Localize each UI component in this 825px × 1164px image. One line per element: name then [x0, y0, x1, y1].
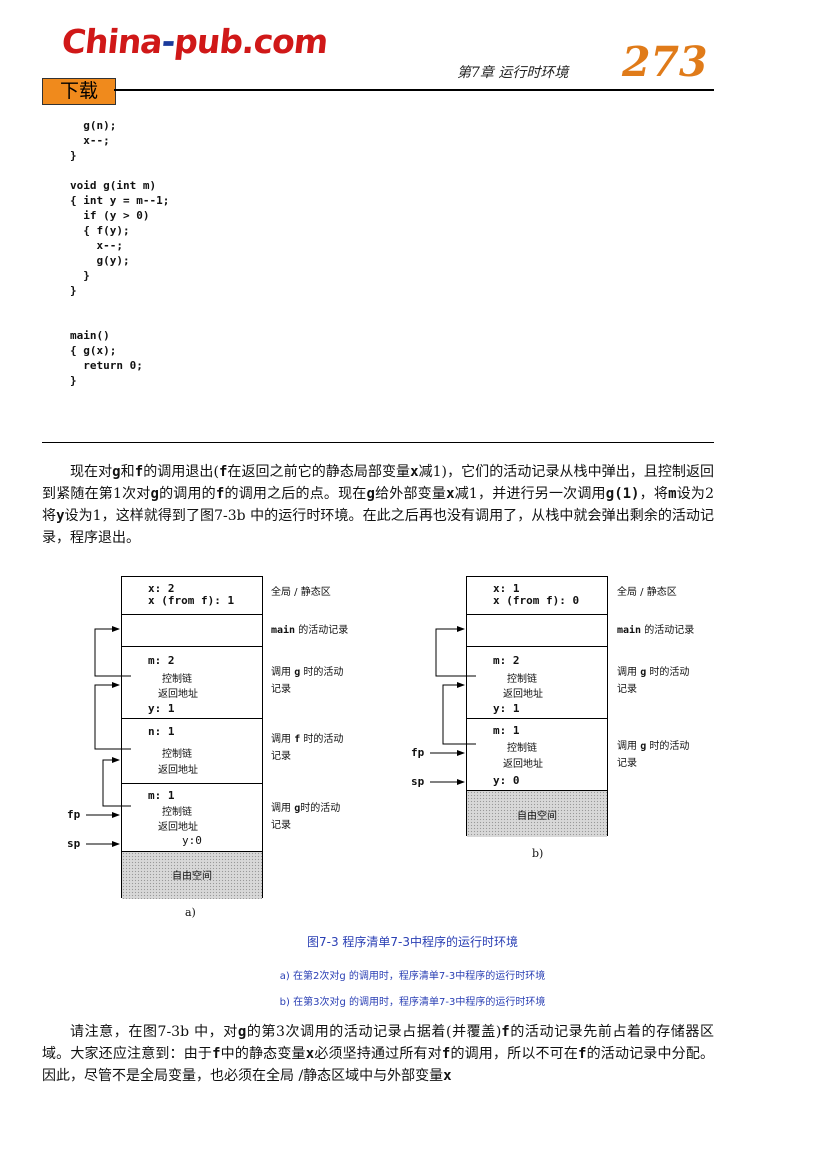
- main-activation-record-b: [467, 615, 607, 647]
- chapter-title: 第7章 运行时环境: [457, 65, 569, 81]
- sublabel-b: b): [532, 847, 544, 860]
- body-paragraph-2: 请注意，在图7-3b 中，对g的第3次调用的活动记录占据着(并覆盖)f的活动记录…: [42, 1024, 714, 1084]
- g2-record-label-b: 调用 g 时的活动记录: [617, 741, 690, 769]
- g-activation-record-a1: m: 2 控制链 返回地址 y: 1: [122, 647, 262, 719]
- page-number: 273: [622, 38, 708, 86]
- static-x-value: x (from f): 0: [493, 594, 580, 607]
- figure-caption: 图7-3 程序清单7-3中程序的运行时环境: [306, 935, 518, 949]
- main-record-label-b: main 的活动记录: [617, 625, 695, 636]
- control-link-label: 控制链: [507, 674, 537, 685]
- record-param: m: 2: [493, 654, 520, 667]
- sp-pointer-a: sp: [67, 837, 81, 850]
- control-link-arrow-b1: [435, 626, 476, 677]
- f-record-label-a: 调用 f 时的活动记录: [271, 734, 344, 762]
- g-record-label-b: 调用 g 时的活动记录: [617, 667, 690, 695]
- static-x-value: x (from f): 1: [148, 594, 235, 607]
- control-link-arrow-a2: [94, 682, 131, 750]
- record-local: y: 0: [493, 774, 520, 787]
- control-link-label: 控制链: [162, 749, 192, 760]
- header-rule: [114, 89, 714, 91]
- record-param: m: 1: [148, 789, 175, 802]
- sublabel-a: a): [185, 906, 196, 919]
- control-link-label: 控制链: [162, 674, 192, 685]
- record-param: n: 1: [148, 725, 175, 738]
- free-space-label: 自由空间: [517, 811, 557, 822]
- record-local: y: 1: [493, 702, 520, 715]
- g-activation-record-b2: m: 1 控制链 返回地址 y: 0: [467, 719, 607, 791]
- main-activation-record-a: [122, 615, 262, 647]
- code-separator: [42, 442, 714, 443]
- record-param: m: 1: [493, 724, 520, 737]
- control-link-arrow-a1: [94, 626, 131, 677]
- code-listing: g(n); x--; } void g(int m) { int y = m--…: [70, 119, 170, 387]
- subcaption-a: a) 在第2次对g 的调用时，程序清单7-3中程序的运行时环境: [279, 971, 546, 982]
- f-activation-record-a: n: 1 控制链 返回地址: [122, 719, 262, 784]
- main-record-label-a: main 的活动记录: [271, 625, 349, 636]
- control-link-label: 控制链: [162, 807, 192, 818]
- record-param: m: 2: [148, 654, 175, 667]
- g-activation-record-a2: m: 1 控制链 返回地址 y:0: [122, 784, 262, 852]
- download-badge: 下载: [42, 78, 116, 105]
- return-address-label: 返回地址: [503, 689, 543, 700]
- fp-pointer-b: fp: [411, 746, 425, 759]
- return-address-label: 返回地址: [158, 765, 198, 776]
- return-address-label: 返回地址: [503, 759, 543, 770]
- control-link-arrow-b2: [442, 682, 476, 745]
- free-space-b: 自由空间: [467, 791, 607, 837]
- g2-record-label-a: 调用 g时的活动记录: [271, 803, 341, 831]
- subcaption-b: b) 在第3次对g 的调用时，程序清单7-3中程序的运行时环境: [279, 997, 546, 1008]
- free-space-a: 自由空间: [122, 852, 262, 899]
- record-local: y:0: [182, 834, 202, 847]
- body-paragraph-1: 现在对g和f的调用退出(f在返回之前它的静态局部变量x减1)，它们的活动记录从栈…: [42, 464, 715, 546]
- global-x-value: x: 1: [493, 582, 520, 595]
- control-link-arrow-a3: [102, 757, 131, 807]
- global-area-label-b: 全局 / 静态区: [617, 587, 677, 598]
- free-space-label: 自由空间: [172, 871, 212, 882]
- g-record-label-a: 调用 g 时的活动记录: [271, 667, 344, 695]
- control-link-label: 控制链: [507, 743, 537, 754]
- g-activation-record-b1: m: 2 控制链 返回地址 y: 1: [467, 647, 607, 719]
- return-address-label: 返回地址: [158, 689, 198, 700]
- record-local: y: 1: [148, 702, 175, 715]
- fp-pointer-a: fp: [67, 808, 81, 821]
- global-x-value: x: 2: [148, 582, 175, 595]
- sp-pointer-b: sp: [411, 775, 425, 788]
- return-address-label: 返回地址: [158, 822, 198, 833]
- global-area-label-a: 全局 / 静态区: [271, 587, 331, 598]
